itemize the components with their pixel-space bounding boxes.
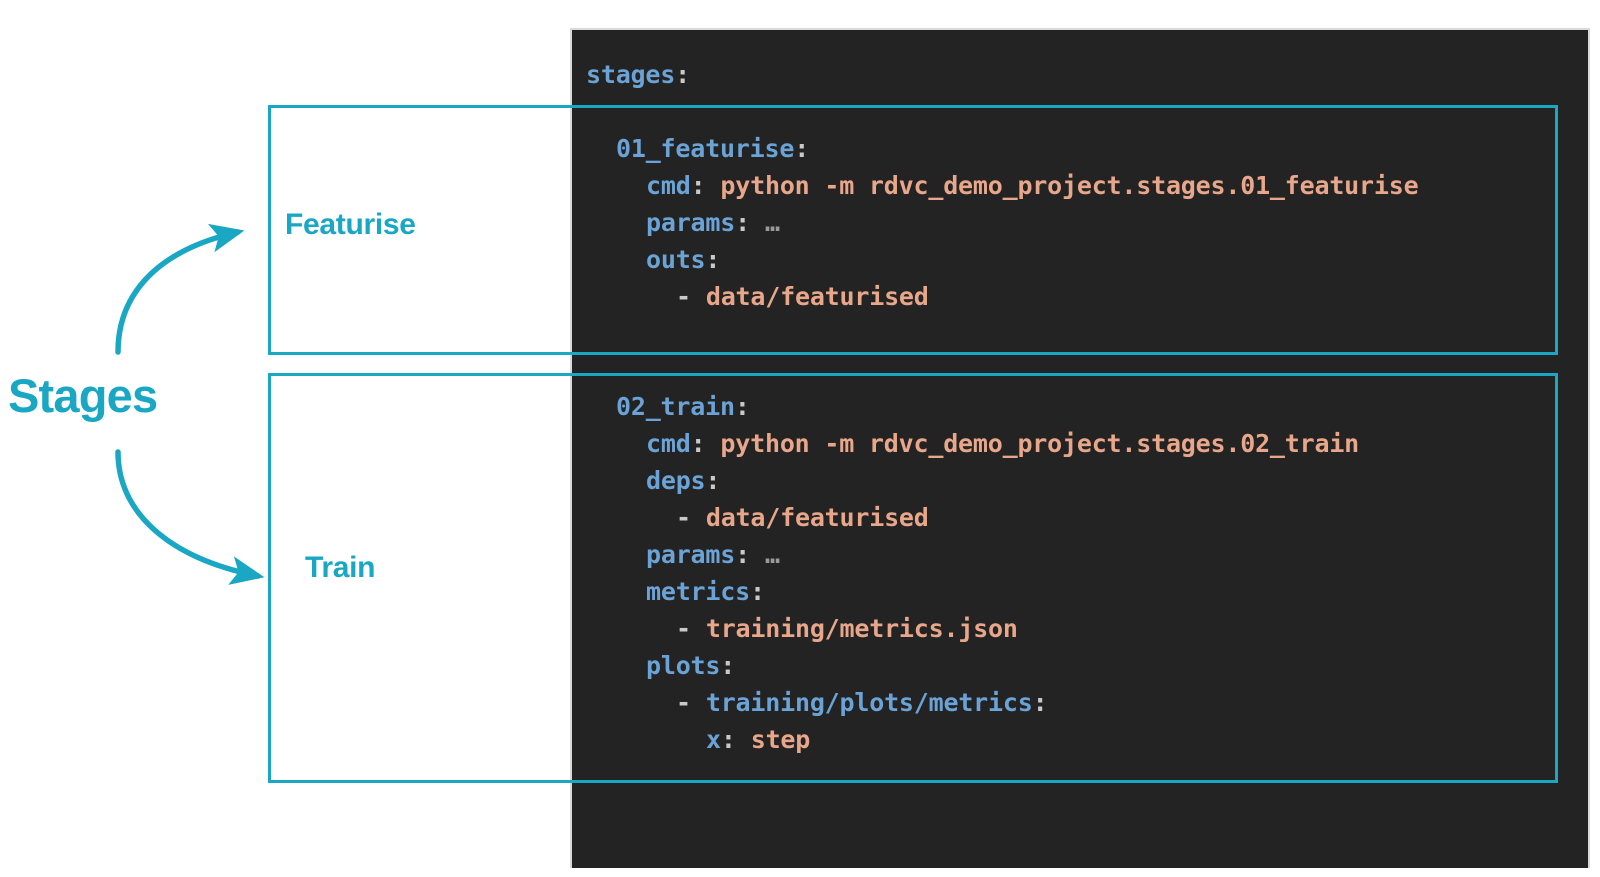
colon-8: : [705, 466, 721, 495]
yaml-key-metrics: metrics [646, 577, 750, 606]
yaml-value-outs-item: data/featurised [705, 282, 929, 311]
code-line-train-plots: plots: [646, 647, 735, 684]
yaml-value-x: step [750, 725, 811, 754]
colon-2: : [690, 171, 706, 200]
yaml-value-metrics-item: training/metrics.json [705, 614, 1018, 643]
code-panel: stages: 01_featurise: cmd: python -m rdvc… [570, 28, 1590, 868]
code-line-train-plots-item: -training/plots/metrics: [676, 684, 1048, 721]
yaml-value-deps-item: data/featurised [705, 503, 929, 532]
code-line-featurise-params: params: … [646, 204, 780, 241]
group-label-train: Train [303, 551, 378, 585]
group-rect-featurise[interactable] [268, 105, 1558, 355]
yaml-key-plots-path: training/plots/metrics [705, 688, 1033, 717]
group-label-featurise: Featurise [283, 208, 418, 242]
arrow-stages-to-featurise [115, 223, 245, 355]
yaml-value-cmd-1: python -m rdvc_demo_project.stages.01_fe… [720, 171, 1419, 200]
code-line-stages: stages: [586, 56, 690, 93]
list-dash-2: - [676, 503, 691, 532]
yaml-key-cmd-1: cmd [646, 171, 691, 200]
colon-4: : [705, 245, 721, 274]
colon-14: : [1032, 688, 1048, 717]
yaml-value-params-2: … [764, 540, 780, 569]
yaml-key-02-train: 02_train [616, 392, 735, 421]
list-dash-3: - [676, 614, 691, 643]
yaml-key-stages: stages [586, 60, 676, 89]
code-line-train-deps-item: -data/featurised [676, 499, 929, 536]
group-rect-train[interactable] [268, 373, 1558, 783]
colon-13: : [720, 651, 736, 680]
yaml-key-deps: deps [646, 466, 706, 495]
colon-10: : [735, 540, 750, 569]
yaml-key-01-featurise: 01_featurise [616, 134, 795, 163]
code-line-featurise-outs: outs: [646, 241, 720, 278]
yaml-key-params-2: params [646, 540, 736, 569]
colon-3: : [735, 208, 750, 237]
yaml-code-block: stages: 01_featurise: cmd: python -m rdvc… [572, 30, 1588, 868]
code-line-train-metrics: metrics: [646, 573, 765, 610]
colon-0: : [675, 60, 690, 89]
yaml-key-x: x [706, 725, 721, 754]
colon-6: : [734, 392, 750, 421]
yaml-key-plots: plots [646, 651, 721, 680]
colon-11: : [749, 577, 765, 606]
code-line-featurise-cmd: cmd: python -m rdvc_demo_project.stages.0… [646, 167, 1419, 204]
colon-15: : [720, 725, 736, 754]
arrow-stages-to-train [115, 449, 265, 585]
code-line-02-train: 02_train: [616, 388, 750, 425]
list-dash-4: - [676, 688, 691, 717]
yaml-value-params-1: … [764, 208, 780, 237]
code-line-featurise-outs-item: -data/featurised [676, 278, 929, 315]
code-line-01-featurise: 01_featurise: [616, 130, 809, 167]
yaml-key-cmd-2: cmd [646, 429, 691, 458]
code-line-train-deps: deps: [646, 462, 720, 499]
yaml-key-params-1: params [646, 208, 736, 237]
colon-1: : [794, 134, 810, 163]
yaml-value-cmd-2: python -m rdvc_demo_project.stages.02_tr… [720, 429, 1360, 458]
code-line-train-metrics-item: -training/metrics.json [676, 610, 1018, 647]
code-line-train-cmd: cmd: python -m rdvc_demo_project.stages.0… [646, 425, 1359, 462]
code-line-train-params: params: … [646, 536, 780, 573]
code-line-train-plots-x: x: step [706, 721, 810, 758]
list-dash-1: - [676, 282, 691, 311]
colon-7: : [690, 429, 706, 458]
diagram-title-stages: Stages [8, 369, 158, 422]
yaml-key-outs: outs [646, 245, 706, 274]
